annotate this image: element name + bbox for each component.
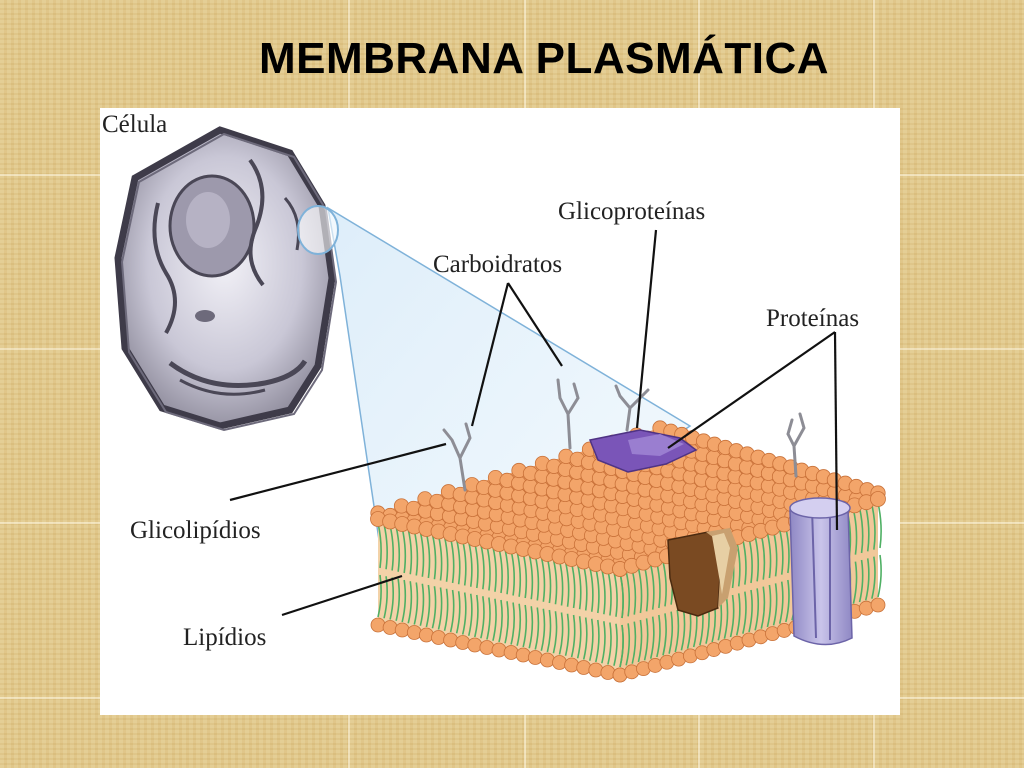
cell-illustration (114, 126, 339, 432)
label-cell: Célula (102, 111, 167, 138)
label-glycolipids: Glicolipídios (130, 517, 261, 544)
leader-lines (229, 229, 839, 617)
channel-protein (789, 497, 853, 646)
label-lipids: Lipídios (183, 624, 266, 651)
label-glycoproteins: Glicoproteínas (558, 198, 705, 225)
glycoprotein (588, 429, 698, 473)
carbohydrate-chains (442, 378, 806, 492)
membrane-diagram: Célula Glicoproteínas Carboidratos Prote… (100, 108, 900, 715)
label-proteins: Proteínas (766, 305, 859, 332)
label-carbohydrates: Carboidratos (433, 251, 562, 278)
slide-title: MEMBRANA PLASMÁTICA (258, 34, 830, 83)
membrane-diagram-svg: Célula Glicoproteínas Carboidratos Prote… (102, 111, 886, 683)
lipid-heads-lower (370, 597, 886, 683)
integral-protein (667, 528, 738, 617)
